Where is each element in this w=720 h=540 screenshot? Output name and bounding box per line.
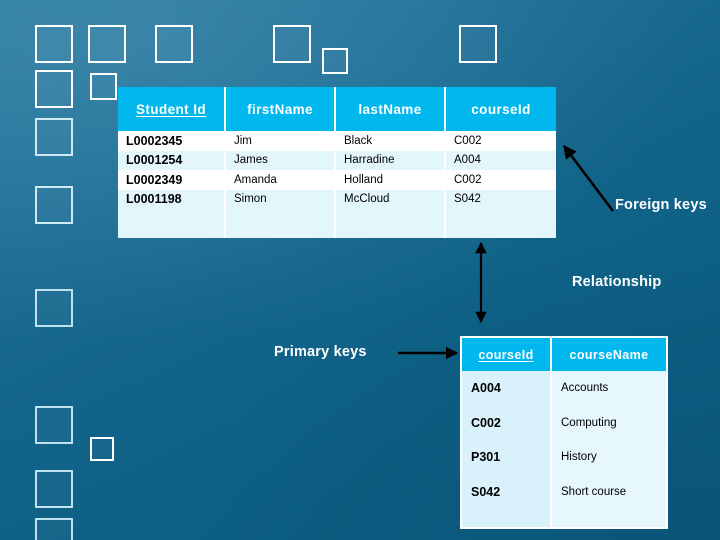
table-row[interactable]: L0002349 Amanda Holland C002 — [118, 170, 556, 190]
decorative-square — [88, 25, 126, 63]
student-table: Student Id firstName lastName courseId L… — [118, 87, 556, 238]
course-table-header-course-id[interactable]: courseId — [462, 338, 552, 371]
cell-student-id: L0002349 — [118, 170, 226, 190]
cell-student-id: L0001254 — [118, 150, 226, 170]
table-empty-row — [118, 209, 556, 238]
decorative-square — [35, 70, 73, 108]
cell-course-name: Computing — [552, 405, 666, 440]
cell-empty — [462, 509, 552, 527]
cell-student-id: L0001198 — [118, 189, 226, 209]
student-table-header-row: Student Id firstName lastName courseId — [118, 87, 556, 131]
cell-course-id: C002 — [446, 131, 556, 151]
cell-last-name: Black — [336, 131, 446, 151]
decorative-square — [35, 518, 73, 540]
decorative-square — [322, 48, 348, 74]
student-table-header-course-id[interactable]: courseId — [446, 87, 556, 131]
cell-course-name: Accounts — [552, 371, 666, 406]
table-row[interactable]: A004 Accounts — [462, 371, 666, 406]
table-row[interactable]: P301 History — [462, 440, 666, 475]
table-row[interactable]: L0001254 James Harradine A004 — [118, 150, 556, 170]
student-table-header-first-name[interactable]: firstName — [226, 87, 336, 131]
cell-last-name: Holland — [336, 170, 446, 190]
cell-last-name: Harradine — [336, 150, 446, 170]
cell-first-name: Amanda — [226, 170, 336, 190]
cell-empty — [226, 209, 336, 238]
cell-first-name: Jim — [226, 131, 336, 151]
table-row[interactable]: L0002345 Jim Black C002 — [118, 131, 556, 151]
cell-course-id: P301 — [462, 440, 552, 475]
table-empty-row — [462, 509, 666, 527]
decorative-square — [35, 406, 73, 444]
decorative-square — [35, 470, 73, 508]
cell-course-id: S042 — [446, 189, 556, 209]
table-row[interactable]: C002 Computing — [462, 405, 666, 440]
course-table-header-row: courseId courseName — [462, 338, 666, 371]
student-table-header-last-name[interactable]: lastName — [336, 87, 446, 131]
decorative-square — [35, 25, 73, 63]
cell-first-name: Simon — [226, 189, 336, 209]
cell-empty — [336, 209, 446, 238]
student-table-header-student-id[interactable]: Student Id — [118, 87, 226, 131]
cell-course-id: C002 — [446, 170, 556, 190]
decorative-square — [35, 289, 73, 327]
cell-course-id: A004 — [446, 150, 556, 170]
cell-course-id: S042 — [462, 474, 552, 509]
course-table-header-course-name[interactable]: courseName — [552, 338, 666, 371]
decorative-square — [273, 25, 311, 63]
cell-first-name: James — [226, 150, 336, 170]
decorative-square — [90, 73, 117, 100]
cell-course-name: Short course — [552, 474, 666, 509]
cell-empty — [446, 209, 556, 238]
decorative-square — [459, 25, 497, 63]
cell-empty — [552, 509, 666, 527]
cell-course-id: A004 — [462, 371, 552, 406]
annotation-primary-keys: Primary keys — [274, 344, 367, 360]
cell-course-id: C002 — [462, 405, 552, 440]
cell-student-id: L0002345 — [118, 131, 226, 151]
foreign-keys-arrow — [562, 144, 615, 212]
table-row[interactable]: S042 Short course — [462, 474, 666, 509]
decorative-square — [35, 118, 73, 156]
cell-last-name: McCloud — [336, 189, 446, 209]
decorative-square — [155, 25, 193, 63]
table-row[interactable]: L0001198 Simon McCloud S042 — [118, 189, 556, 209]
decorative-square — [90, 437, 114, 461]
decorative-square — [35, 186, 73, 224]
annotation-relationship: Relationship — [572, 274, 662, 290]
cell-course-name: History — [552, 440, 666, 475]
course-table: courseId courseName A004 Accounts C002 C… — [460, 336, 668, 529]
annotation-foreign-keys: Foreign keys — [615, 197, 707, 213]
cell-empty — [118, 209, 226, 238]
